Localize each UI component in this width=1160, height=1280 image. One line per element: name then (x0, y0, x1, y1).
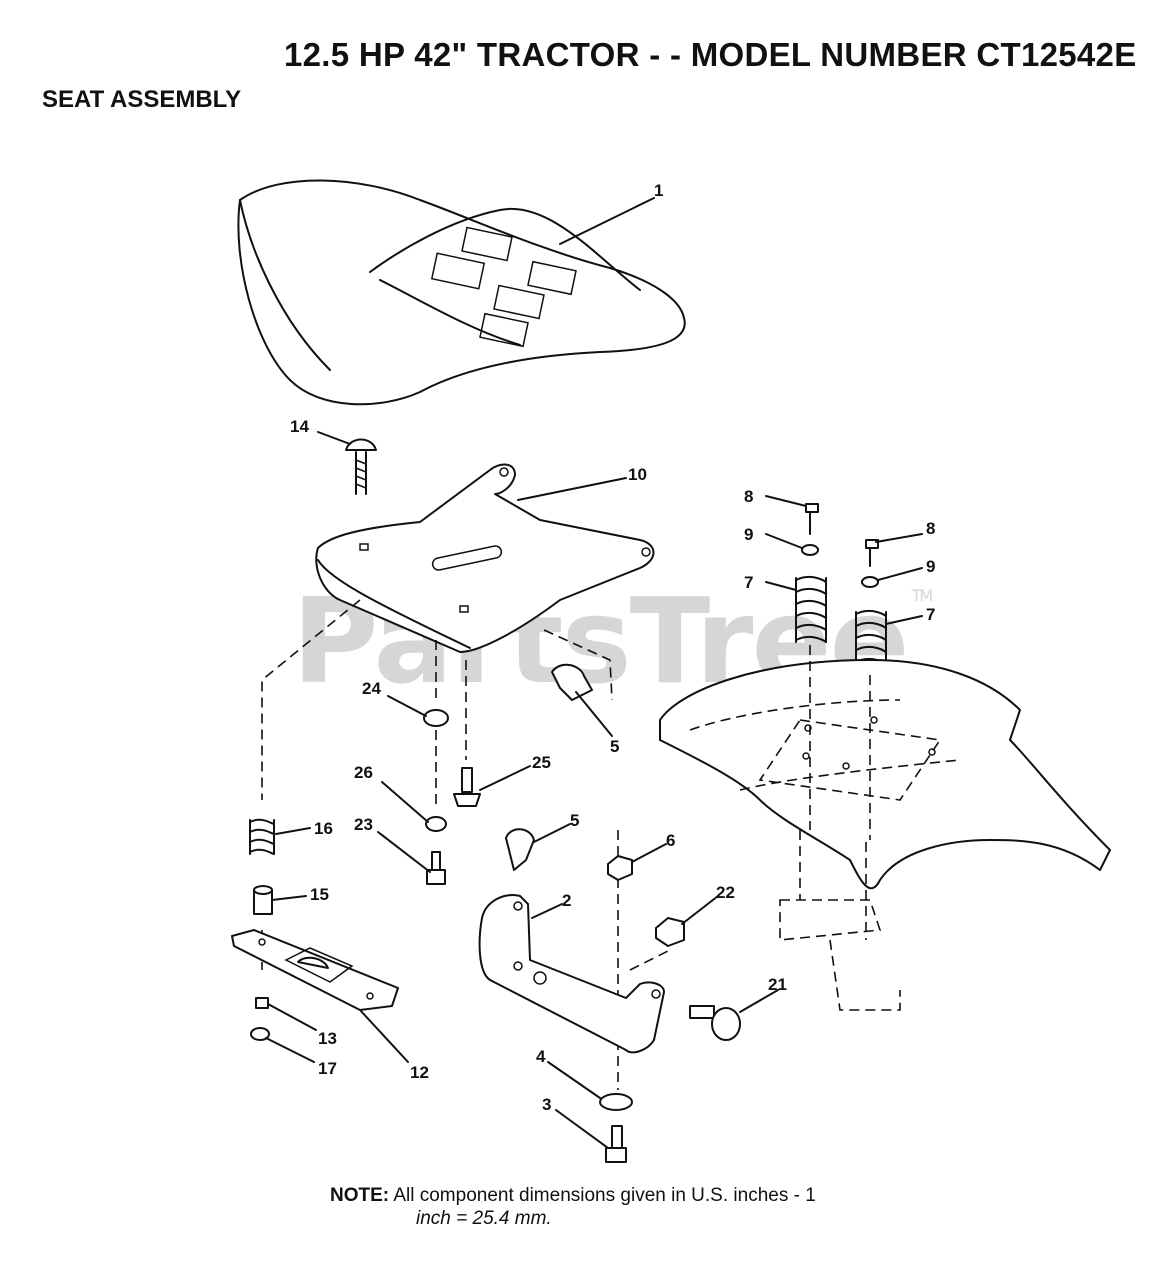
note-line-1: All component dimensions given in U.S. i… (393, 1185, 816, 1206)
section-title: SEAT ASSEMBLY (42, 86, 242, 113)
part-washer-26 (425, 816, 447, 832)
part-clip-upper (551, 663, 593, 701)
part-nut-22 (655, 917, 685, 947)
callout-2: 2 (562, 891, 571, 910)
leader-lines (265, 197, 923, 1149)
note-label: NOTE: (330, 1185, 390, 1206)
part-seat (237, 179, 686, 406)
callout-13: 13 (318, 1029, 337, 1048)
callout-8-left: 8 (744, 487, 753, 506)
callout-1: 1 (654, 181, 663, 200)
callout-8-right: 8 (926, 519, 935, 538)
part-washer-24 (423, 709, 449, 727)
part-fender (659, 659, 1111, 1011)
callout-16: 16 (314, 819, 333, 838)
callout-17: 17 (318, 1059, 337, 1078)
callout-4: 4 (536, 1047, 546, 1066)
callout-5-lower: 5 (570, 811, 579, 830)
callout-7-right: 7 (926, 605, 935, 624)
part-nut-6 (607, 855, 633, 881)
part-clip-lower (505, 828, 535, 871)
callout-21: 21 (768, 975, 787, 994)
callout-9-left: 9 (744, 525, 753, 544)
part-slide-bracket (231, 929, 399, 1011)
part-washer-4 (599, 1093, 633, 1111)
callout-7-left: 7 (744, 573, 753, 592)
note-line-2: inch = 25.4 mm. (416, 1208, 552, 1229)
watermark-trademark: TM (911, 586, 934, 605)
part-seat-pan (315, 463, 655, 653)
part-bushing-15 (253, 885, 273, 915)
callout-22: 22 (716, 883, 735, 902)
callout-14: 14 (290, 417, 309, 436)
callout-23: 23 (354, 815, 373, 834)
callout-6: 6 (666, 831, 675, 850)
part-spring-16 (249, 818, 275, 855)
callout-3: 3 (542, 1095, 551, 1114)
part-bolt-25 (453, 767, 481, 807)
callout-labels: 1 14 10 8 9 7 8 9 7 24 5 26 25 23 16 5 6… (290, 181, 935, 1114)
callout-9-right: 9 (926, 557, 935, 576)
part-screw-23 (426, 851, 446, 885)
callout-25: 25 (532, 753, 551, 772)
part-nut-washer (250, 997, 270, 1041)
part-carriage-bolt (345, 438, 377, 495)
callout-5-upper: 5 (610, 737, 619, 756)
part-bracket-2 (478, 894, 665, 1054)
dimension-note: NOTE: All component dimensions given in … (330, 1184, 816, 1230)
callout-12: 12 (410, 1063, 429, 1082)
callout-26: 26 (354, 763, 373, 782)
part-bolt-3 (605, 1125, 627, 1163)
callout-10: 10 (628, 465, 647, 484)
callout-24: 24 (362, 679, 381, 698)
alignment-lines (261, 599, 871, 1090)
diagram-title: 12.5 HP 42" TRACTOR - - MODEL NUMBER CT1… (284, 36, 1137, 73)
part-shoulder-bolt (689, 1005, 741, 1041)
callout-15: 15 (310, 885, 329, 904)
